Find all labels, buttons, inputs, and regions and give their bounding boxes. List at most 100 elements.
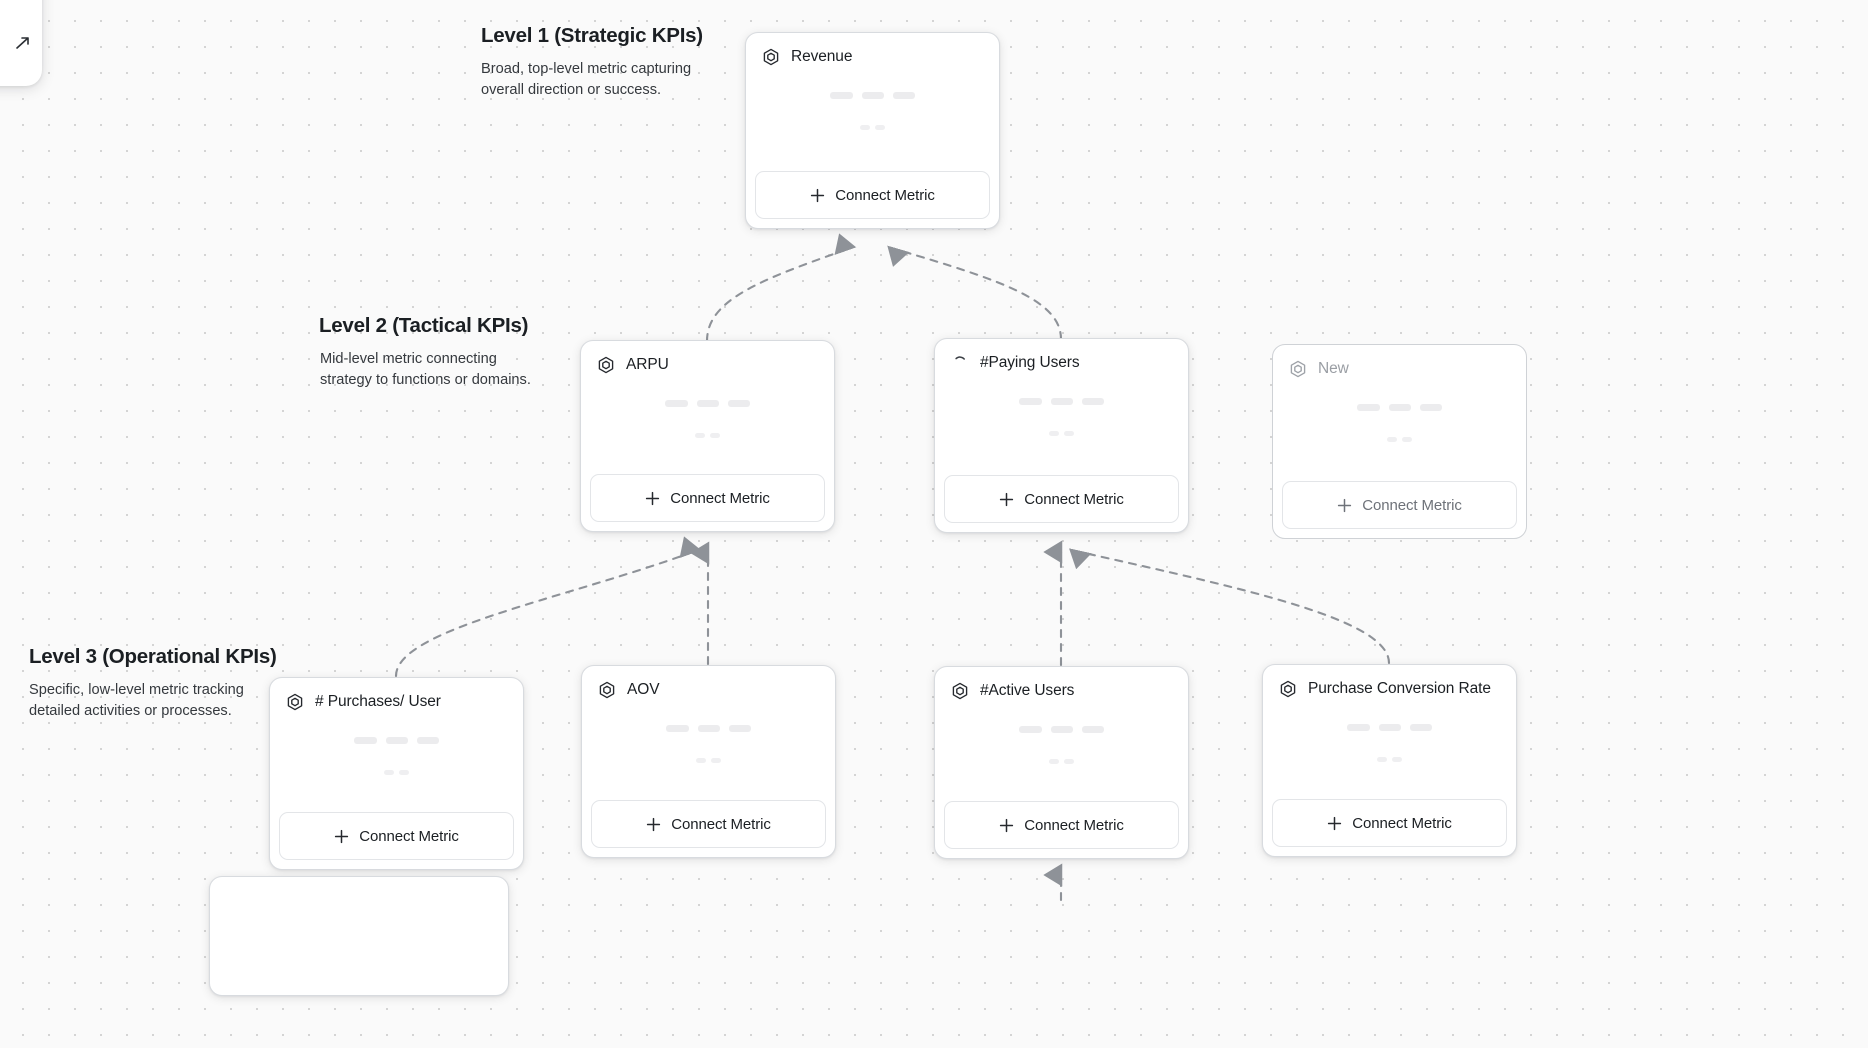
skeleton-bar — [1082, 398, 1104, 405]
plus-icon — [646, 817, 661, 832]
metric-card-revenue[interactable]: Revenue Connect Metric — [745, 32, 1000, 229]
connect-metric-button[interactable]: Connect Metric — [1282, 481, 1517, 529]
skeleton-bar — [697, 400, 719, 407]
skeleton-bar — [1019, 726, 1042, 733]
metric-card-purchase-conversion-rate[interactable]: Purchase Conversion Rate Connect Metric — [1262, 664, 1517, 857]
card-header: # Purchases/ User — [270, 678, 523, 711]
metric-card-aov[interactable]: AOV Connect Metric — [581, 665, 836, 858]
skeleton-bar — [1402, 437, 1412, 442]
card-body-placeholder — [1263, 698, 1516, 799]
skeleton-row-primary — [746, 92, 999, 99]
card-title: New — [1318, 360, 1349, 377]
card-header: #Paying Users — [935, 339, 1188, 372]
level-1-description: Broad, top-level metric capturing overal… — [481, 61, 692, 98]
metric-card-new[interactable]: New Connect Metric — [1272, 344, 1527, 539]
skeleton-bar — [1389, 404, 1411, 411]
connect-metric-button[interactable]: Connect Metric — [1272, 799, 1507, 847]
level-label-3: Level 3 (Operational KPIs) Specific, low… — [29, 645, 277, 721]
skeleton-bar — [1051, 398, 1073, 405]
card-body-placeholder — [935, 700, 1188, 801]
plus-icon — [1337, 498, 1352, 513]
skeleton-bar — [666, 725, 689, 732]
card-title: AOV — [627, 681, 660, 698]
card-title: Purchase Conversion Rate — [1308, 680, 1491, 697]
spinner-icon — [951, 354, 969, 372]
skeleton-bar — [710, 433, 720, 438]
skeleton-bar — [1357, 404, 1380, 411]
connect-metric-button[interactable]: Connect Metric — [591, 800, 826, 848]
card-title: # Purchases/ User — [315, 693, 441, 710]
metric-card-purchases-per-user[interactable]: # Purchases/ User Connect Metric — [269, 677, 524, 870]
card-title: ARPU — [626, 356, 669, 373]
metric-card-partial-below[interactable] — [209, 876, 509, 996]
connect-metric-label: Connect Metric — [670, 489, 770, 507]
card-header: ARPU — [581, 341, 834, 374]
skeleton-row-primary — [935, 726, 1188, 733]
skeleton-bar — [384, 770, 394, 775]
card-body-placeholder — [1273, 378, 1526, 481]
skeleton-bar — [875, 125, 885, 130]
skeleton-bar — [1387, 437, 1397, 442]
skeleton-row-secondary — [270, 770, 523, 775]
skeleton-row-secondary — [935, 759, 1188, 764]
skeleton-bar — [695, 433, 705, 438]
metric-card-paying-users[interactable]: #Paying Users Connect Metric — [934, 338, 1189, 533]
level-3-description: Specific, low-level metric tracking deta… — [29, 682, 244, 719]
card-title: #Active Users — [980, 682, 1075, 699]
level-2-description: Mid-level metric connecting strategy to … — [320, 351, 531, 388]
skeleton-row-primary — [270, 737, 523, 744]
connect-metric-label: Connect Metric — [1352, 814, 1452, 832]
skeleton-row-secondary — [1263, 757, 1516, 762]
skeleton-bar — [728, 400, 750, 407]
card-header: Purchase Conversion Rate — [1263, 665, 1516, 698]
card-header: AOV — [582, 666, 835, 699]
hexagon-icon — [598, 681, 616, 699]
card-title: #Paying Users — [980, 354, 1080, 371]
skeleton-bar — [1064, 431, 1074, 436]
connect-metric-label: Connect Metric — [1024, 816, 1124, 834]
skeleton-bar — [1082, 726, 1104, 733]
skeleton-bar — [860, 125, 870, 130]
skeleton-row-secondary — [935, 431, 1188, 436]
connect-metric-button[interactable]: Connect Metric — [755, 171, 990, 219]
level-1-title: Level 1 (Strategic KPIs) — [481, 24, 703, 47]
hexagon-icon — [597, 356, 615, 374]
edge-arpu-revenue — [705, 233, 857, 343]
card-body-placeholder — [935, 372, 1188, 475]
floating-panel-fragment[interactable] — [0, 0, 42, 86]
card-header: New — [1273, 345, 1526, 378]
skeleton-bar — [386, 737, 408, 744]
level-3-title: Level 3 (Operational KPIs) — [29, 645, 277, 668]
card-body-placeholder — [581, 374, 834, 474]
plus-icon — [1327, 816, 1342, 831]
skeleton-bar — [1410, 724, 1432, 731]
plus-icon — [999, 492, 1014, 507]
plus-icon — [334, 829, 349, 844]
skeleton-row-primary — [1273, 404, 1526, 411]
edge-conversion-paying-users — [1069, 548, 1391, 665]
connect-metric-label: Connect Metric — [835, 186, 935, 204]
hexagon-icon — [1279, 680, 1297, 698]
connect-metric-button[interactable]: Connect Metric — [590, 474, 825, 522]
skeleton-bar — [417, 737, 439, 744]
metric-card-active-users[interactable]: #Active Users Connect Metric — [934, 666, 1189, 859]
skeleton-row-primary — [581, 400, 834, 407]
metric-card-arpu[interactable]: ARPU Connect Metric — [580, 340, 835, 532]
hexagon-icon — [1289, 360, 1307, 378]
edge-paying-users-revenue — [887, 245, 1063, 341]
card-title: Revenue — [791, 48, 853, 65]
skeleton-bar — [354, 737, 377, 744]
hexagon-icon — [286, 693, 304, 711]
skeleton-row-secondary — [1273, 437, 1526, 442]
cursor-arrow-icon — [16, 36, 30, 50]
connect-metric-button[interactable]: Connect Metric — [944, 475, 1179, 523]
skeleton-bar — [830, 92, 853, 99]
skeleton-row-secondary — [582, 758, 835, 763]
connect-metric-label: Connect Metric — [671, 815, 771, 833]
connect-metric-button[interactable]: Connect Metric — [944, 801, 1179, 849]
connect-metric-button[interactable]: Connect Metric — [279, 812, 514, 860]
connect-metric-label: Connect Metric — [1362, 496, 1462, 514]
plus-icon — [810, 188, 825, 203]
edge-purchases-arpu — [394, 536, 702, 678]
card-header: #Active Users — [935, 667, 1188, 700]
